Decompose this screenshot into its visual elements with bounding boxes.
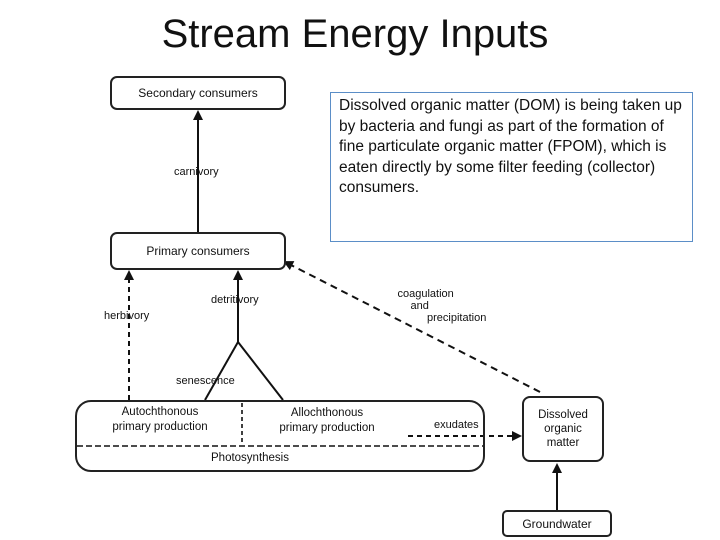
carnivory-label: carnivory <box>174 166 219 178</box>
groundwater-label: Groundwater <box>522 516 592 531</box>
coagulation-arrow <box>283 261 541 393</box>
herbivory-label: herbivory <box>104 310 150 322</box>
senescence-line-left <box>204 341 239 401</box>
page-title: Stream Energy Inputs <box>161 12 549 56</box>
groundwater-node: Groundwater <box>502 510 612 537</box>
allochthonous-label: Allochthonous primary production <box>279 407 375 434</box>
senescence-line-right <box>237 341 284 401</box>
secondary-consumers-label: Secondary consumers <box>138 86 258 100</box>
dissolved-organic-matter-node: Dissolved organic matter <box>522 396 604 462</box>
secondary-consumers-node: Secondary consumers <box>110 76 286 110</box>
photosynthesis-label: Photosynthesis <box>211 452 289 464</box>
senescence-label: senescence <box>176 375 235 387</box>
detritivory-label: detritivory <box>211 294 259 306</box>
autochthonous-label: Autochthonous primary production <box>112 406 208 433</box>
coagulation-label: coagulation and precipitation <box>397 288 487 324</box>
primary-production-node <box>75 400 485 472</box>
exudates-label: exudates <box>434 419 479 431</box>
primary-consumers-node: Primary consumers <box>110 232 286 270</box>
primary-consumers-label: Primary consumers <box>146 244 250 258</box>
dom-explanation-note: Dissolved organic matter (DOM) is being … <box>330 92 693 242</box>
